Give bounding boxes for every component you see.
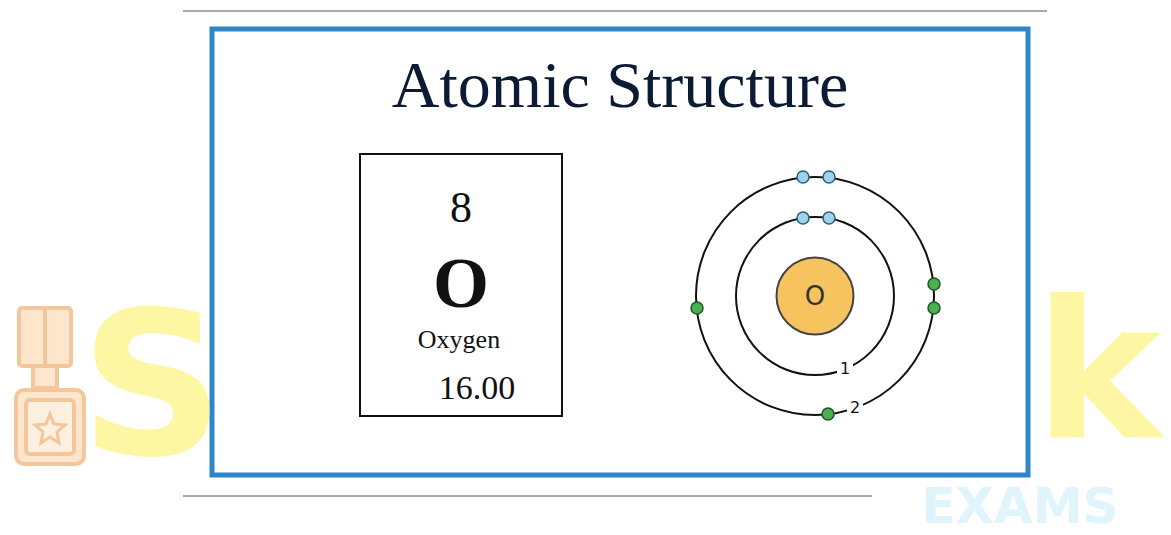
medal-icon [16, 308, 84, 464]
blue-frame [212, 29, 1028, 475]
electron-shell [736, 217, 894, 375]
element-name: Oxygen [359, 325, 559, 355]
shell-number: 2 [847, 399, 863, 417]
electrons [691, 171, 940, 420]
nucleus: O [775, 256, 855, 336]
atomic-mass: 16.00 [377, 368, 577, 407]
bottom-rule [183, 496, 872, 497]
title: Atomic Structure [214, 50, 1026, 120]
atomic-number: 8 [361, 182, 561, 233]
watermark-text: EXAMS [921, 481, 1118, 531]
electron-shell [696, 177, 934, 415]
element-symbol: O [361, 242, 561, 325]
top-rule [183, 11, 1047, 12]
element-card: 8OOxygen16.00 [359, 153, 563, 417]
watermark-letter: S [80, 285, 224, 485]
shell-number: 1 [837, 360, 853, 378]
nucleus-symbol: O [775, 281, 855, 311]
watermark-letter: k [1035, 277, 1161, 467]
